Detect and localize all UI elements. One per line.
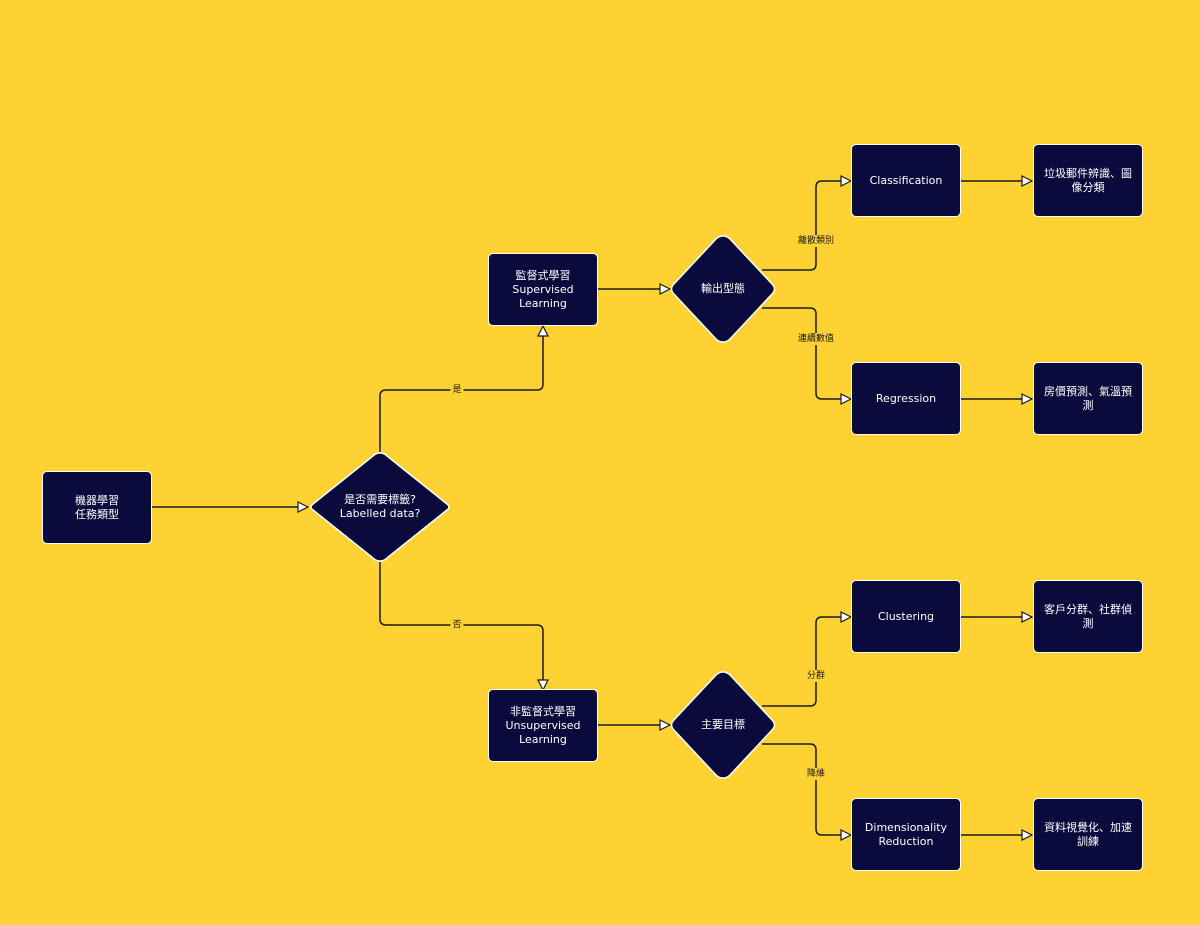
node-dimensionality-line1: Dimensionality <box>864 820 948 834</box>
decision-labelled-label: 是否需要標籤? Labelled data? <box>320 480 440 534</box>
decision-labelled-line1: 是否需要標籤? <box>344 493 416 506</box>
node-classification-example[interactable]: 垃圾郵件辨識、圖 像分類 <box>1033 144 1143 217</box>
node-supervised-line3: Learning <box>519 296 567 310</box>
node-unsupervised-line1: 非監督式學習 <box>510 704 576 718</box>
decision-output-line1: 輸出型態 <box>701 282 745 295</box>
node-unsupervised-line2: Unsupervised <box>505 718 581 732</box>
node-clustering-example-line1: 客戶分群、社群偵 <box>1044 602 1132 616</box>
decision-goal-label: 主要目標 <box>683 716 763 734</box>
edge-label-yes: 是 <box>450 384 464 396</box>
node-classification[interactable]: Classification <box>851 144 961 217</box>
node-unsupervised[interactable]: 非監督式學習 Unsupervised Learning <box>488 689 598 762</box>
decision-goal-line1: 主要目標 <box>701 718 745 731</box>
node-regression-line1: Regression <box>875 391 937 405</box>
node-classification-line1: Classification <box>869 173 943 187</box>
node-supervised-line1: 監督式學習 <box>515 268 571 282</box>
node-regression-example-line2: 測 <box>1082 398 1094 412</box>
node-supervised-line2: Supervised <box>512 282 574 296</box>
decision-output-label: 輸出型態 <box>683 280 763 298</box>
edge-discrete <box>762 181 851 271</box>
edge-label-reduce: 降維 <box>804 768 828 780</box>
diamond-goal-decision[interactable] <box>670 671 776 779</box>
node-dimensionality-example-line2: 訓練 <box>1077 834 1099 848</box>
edge-label-no: 否 <box>450 619 464 631</box>
diamond-output-decision[interactable] <box>670 235 776 343</box>
node-clustering[interactable]: Clustering <box>851 580 961 653</box>
node-regression[interactable]: Regression <box>851 362 961 435</box>
node-clustering-line1: Clustering <box>877 609 935 623</box>
node-root[interactable]: 機器學習 任務類型 <box>42 471 152 544</box>
node-root-line1: 機器學習 <box>75 493 119 507</box>
node-dimensionality[interactable]: Dimensionality Reduction <box>851 798 961 871</box>
edge-label-discrete: 離散類別 <box>795 235 837 247</box>
node-clustering-example-line2: 測 <box>1082 616 1094 630</box>
node-regression-example-line1: 房價預測、氣溫預 <box>1044 384 1132 398</box>
node-regression-example[interactable]: 房價預測、氣溫預 測 <box>1033 362 1143 435</box>
node-dimensionality-line2: Reduction <box>878 834 934 848</box>
decision-labelled-line2: Labelled data? <box>339 507 421 520</box>
diamond-labelled-decision[interactable] <box>310 452 450 562</box>
node-dimensionality-example-line1: 資料視覺化、加速 <box>1044 820 1132 834</box>
node-unsupervised-line3: Learning <box>519 732 567 746</box>
node-classification-example-line1: 垃圾郵件辨識、圖 <box>1044 166 1132 180</box>
edge-reduce <box>762 743 851 835</box>
node-dimensionality-example[interactable]: 資料視覺化、加速 訓練 <box>1033 798 1143 871</box>
edge-grouping <box>762 617 851 707</box>
edge-label-continuous: 連續數值 <box>795 333 837 345</box>
node-supervised[interactable]: 監督式學習 Supervised Learning <box>488 253 598 326</box>
node-root-line2: 任務類型 <box>75 507 119 521</box>
edge-continuous <box>762 307 851 399</box>
node-clustering-example[interactable]: 客戶分群、社群偵 測 <box>1033 580 1143 653</box>
node-classification-example-line2: 像分類 <box>1071 180 1105 194</box>
edge-label-grouping: 分群 <box>804 670 828 682</box>
